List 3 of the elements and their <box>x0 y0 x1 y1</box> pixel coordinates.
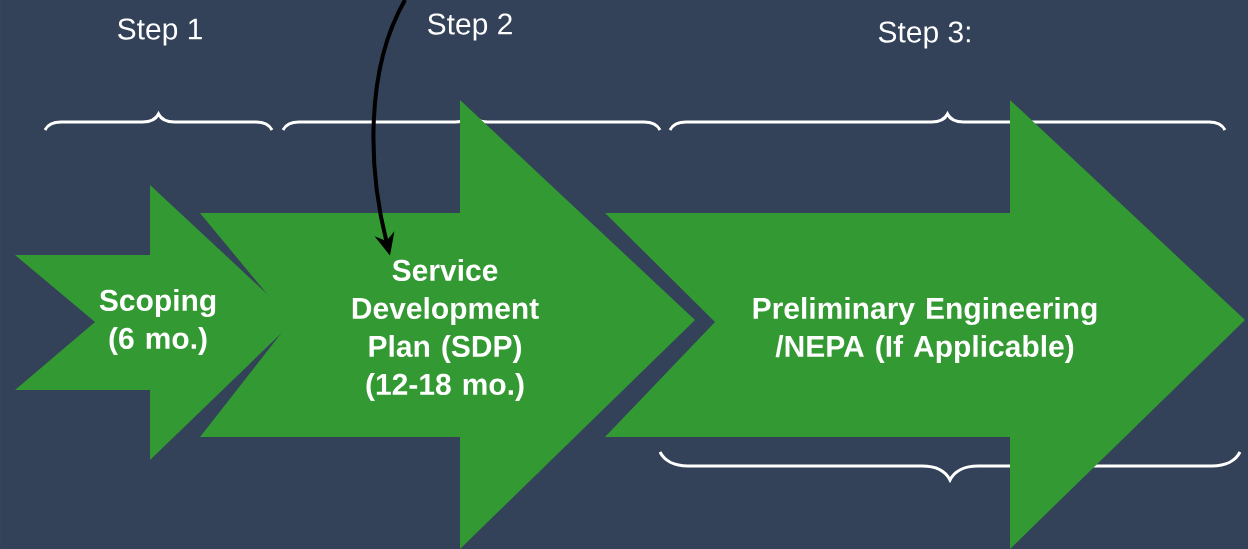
step-label: Step 1 <box>118 18 202 46</box>
step-label: Step 3: <box>878 21 970 49</box>
step-label: Step 2 <box>428 13 512 41</box>
